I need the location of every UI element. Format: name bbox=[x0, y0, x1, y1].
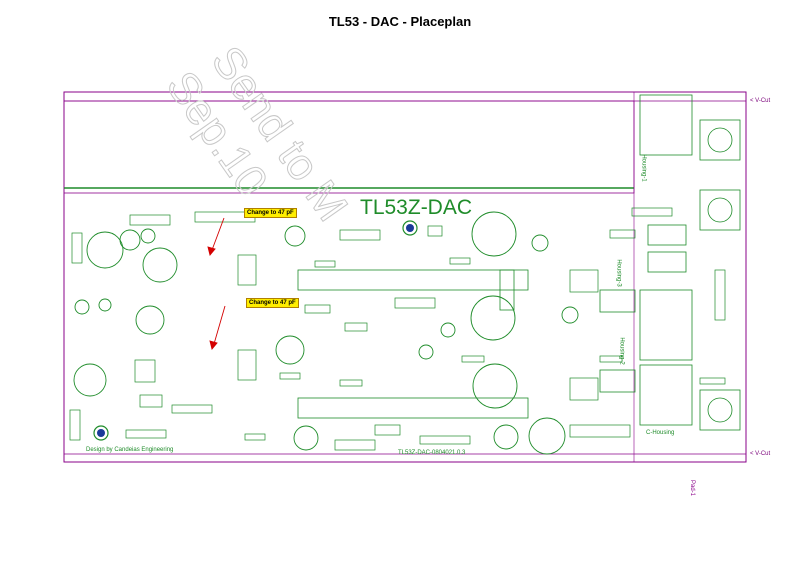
c-housing-label: C-Housing bbox=[646, 430, 675, 436]
housing-label-1: Housing-1 bbox=[640, 154, 647, 182]
mounting-holes bbox=[93, 220, 418, 441]
note-arrows bbox=[207, 217, 226, 350]
top-rail bbox=[63, 100, 635, 194]
designer-label: Design by Candeias Engineering bbox=[86, 447, 174, 453]
housing-label-2: Housing-2 bbox=[618, 337, 625, 365]
housing-label-3: Housing-3 bbox=[615, 259, 622, 287]
revision-label: TL53Z-DAC-0804021.0.3 bbox=[398, 450, 466, 456]
pad-label: Pad-1 bbox=[689, 479, 696, 497]
board-outline bbox=[63, 91, 747, 463]
note-change-capacitor-2: Change to 47 pF bbox=[246, 298, 299, 308]
page-title: TL53 - DAC - Placeplan bbox=[328, 14, 472, 29]
board-name-label: TL53Z-DAC bbox=[360, 196, 473, 219]
electrolytic-capacitors bbox=[73, 211, 579, 455]
v-cut-bottom-label: < V-Cut bbox=[750, 451, 771, 457]
right-connector-block bbox=[599, 94, 741, 431]
long-regulators bbox=[297, 269, 529, 419]
v-cut-top-label: < V-Cut bbox=[750, 98, 771, 104]
note-change-capacitor-1: Change to 47 pF bbox=[244, 208, 297, 218]
ic-footprints bbox=[69, 207, 726, 451]
